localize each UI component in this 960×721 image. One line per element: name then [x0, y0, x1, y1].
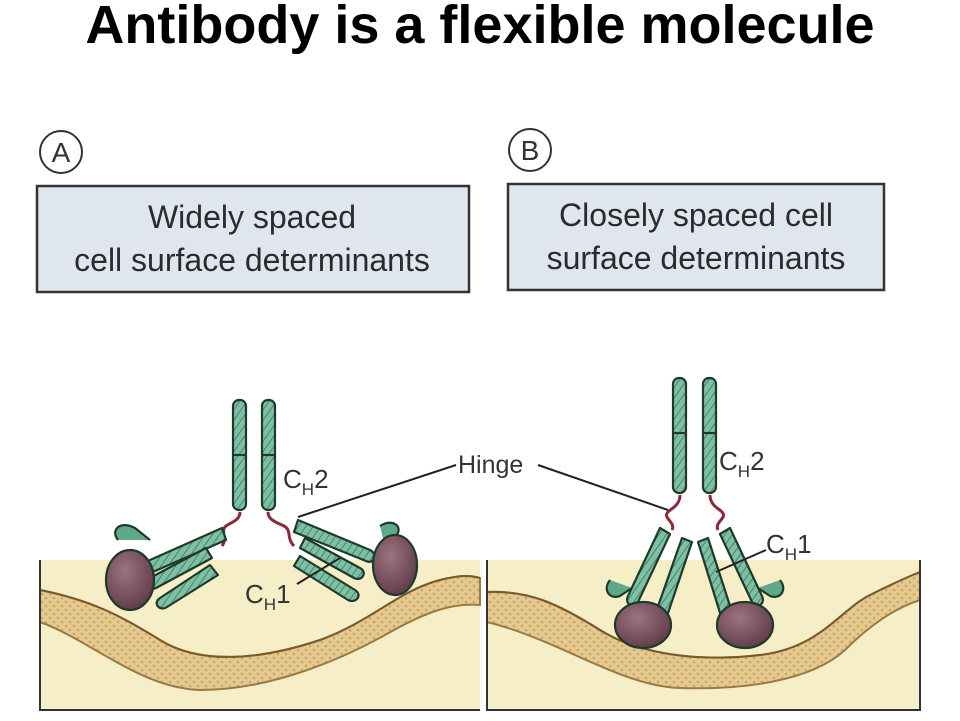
panel-b-caption-box: [506, 182, 886, 292]
hinge-label: Hinge: [458, 451, 523, 479]
panel-a-caption-box: [35, 184, 471, 294]
panel-b-header: B Closely spaced cell surface determinan…: [506, 128, 886, 292]
panel-a-antigen-right: [371, 533, 419, 597]
panel-a-header: A Widely spaced cell surface determinant…: [35, 130, 471, 294]
panel-b-antigen-right: [715, 600, 775, 650]
hinge-leader-b: [537, 464, 669, 511]
panel-b-hinge-right: [708, 494, 725, 531]
panel-b-hinge-left: [665, 494, 682, 531]
panel-a-caption-line2: cell surface determinants: [74, 242, 430, 278]
panel-b-fc-chain-right: [701, 376, 718, 495]
panel-b-caption-line2: surface determinants: [547, 240, 846, 276]
panel-b-ch1-label: CH1: [715, 529, 812, 573]
svg-text:CH2: CH2: [283, 464, 329, 499]
panel-a-ch1-label: CH1: [245, 557, 341, 614]
panel-a-circle: [39, 130, 83, 174]
panel-b-circle: [508, 128, 552, 172]
panel-a-hinge-right: [266, 511, 296, 548]
panel-a-antibody: [104, 398, 419, 612]
panel-b-ch1-leader: [715, 549, 767, 573]
panel-a-fab-right: [292, 518, 400, 603]
panel-a-ch2-label: CH2: [283, 464, 329, 499]
panel-b-letter: B: [521, 135, 540, 166]
panel-b-cell: [486, 560, 921, 711]
hinge-label-group: Hinge: [297, 451, 669, 518]
panel-a-letter: A: [52, 137, 71, 168]
panel-b-antigen-left: [613, 600, 673, 650]
panel-b-frame: [486, 560, 921, 711]
svg-text:CH1: CH1: [766, 529, 812, 564]
page-title: Antibody is a flexible molecule: [85, 0, 875, 55]
panel-a-caption-line1: Widely spaced: [148, 199, 356, 235]
panel-a-frame: [39, 560, 480, 711]
svg-text:CH2: CH2: [719, 446, 765, 481]
panel-b-ch2-label: CH2: [719, 446, 765, 481]
panel-b-antibody: [605, 376, 785, 650]
panel-b-fc-chain-left: [671, 376, 688, 495]
panel-a-antigen-left: [104, 548, 156, 612]
panel-a-ch1-leader: [296, 557, 341, 585]
panel-b-caption-line1: Closely spaced cell: [559, 197, 833, 233]
hinge-leader-a: [297, 464, 457, 518]
svg-text:CH1: CH1: [245, 579, 291, 614]
